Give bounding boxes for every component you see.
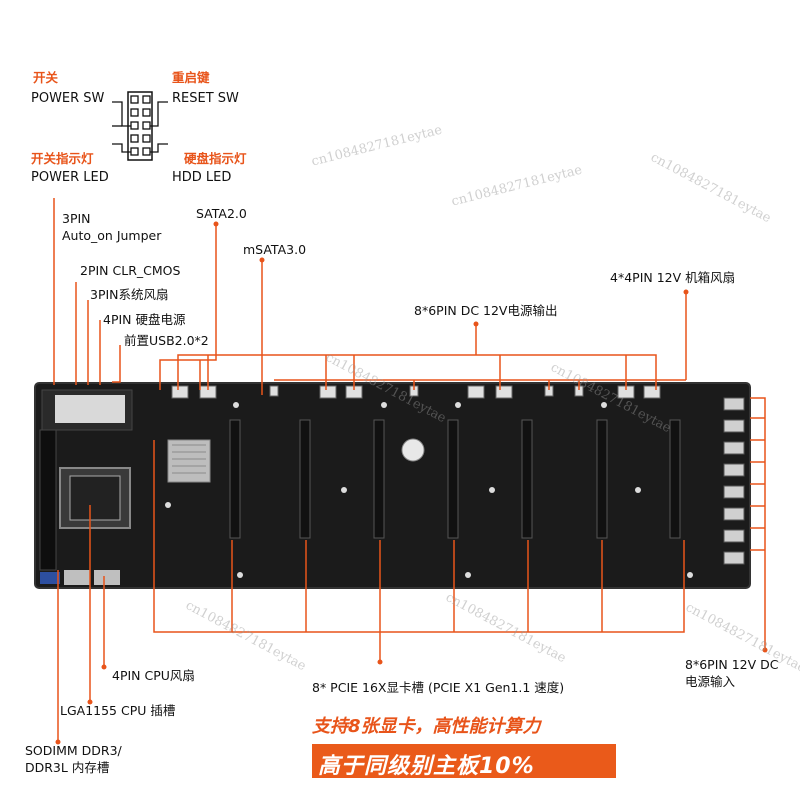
system-fan-label: 3PIN系统风扇 bbox=[90, 287, 169, 302]
case-fan-label: 4*4PIN 12V 机箱风扇 bbox=[610, 270, 736, 285]
callout-lines bbox=[53, 198, 766, 740]
reset-sw-cn-label: 重启键 bbox=[172, 70, 210, 85]
pin3-label: 3PIN bbox=[62, 211, 91, 226]
power-sw-cn-label: 开关 bbox=[33, 70, 59, 85]
front-panel-header bbox=[112, 91, 168, 161]
power-led-cn-label: 开关指示灯 bbox=[31, 151, 94, 166]
hdd-led-cn-label: 硬盘指示灯 bbox=[184, 151, 247, 166]
sodimm-label-line1: SODIMM DDR3/ bbox=[25, 743, 122, 758]
cpu-socket-label: LGA1155 CPU 插槽 bbox=[60, 703, 176, 718]
dc-input-label-line1: 8*6PIN 12V DC bbox=[685, 657, 779, 672]
power-sw-label: POWER SW bbox=[31, 91, 105, 106]
cpu-fan-label: 4PIN CPU风扇 bbox=[112, 668, 195, 683]
promo-banner-box: 高于同级别主板10% bbox=[312, 744, 616, 779]
promo-banner-line1: 支持8张显卡，高性能计算力 bbox=[312, 716, 541, 737]
power-led-label: POWER LED bbox=[31, 170, 109, 185]
hdd-led-label: HDD LED bbox=[172, 170, 232, 185]
motherboard-board bbox=[34, 382, 751, 589]
reset-sw-label: RESET SW bbox=[172, 91, 239, 106]
sata-label: SATA2.0 bbox=[196, 206, 247, 221]
auto-on-jumper-label: Auto_on Jumper bbox=[62, 228, 162, 243]
hdd-power-label: 4PIN 硬盘电源 bbox=[103, 312, 186, 327]
pcie-slots-label: 8* PCIE 16X显卡槽 (PCIE X1 Gen1.1 速度) bbox=[312, 680, 565, 695]
promo-banner-line2: 高于同级别主板10% bbox=[318, 754, 535, 779]
msata-label: mSATA3.0 bbox=[243, 242, 307, 257]
sodimm-label-line2: DDR3L 内存槽 bbox=[25, 760, 110, 775]
clr-cmos-label: 2PIN CLR_CMOS bbox=[80, 263, 181, 278]
dc-input-label-line2: 电源输入 bbox=[685, 674, 736, 689]
dc-output-label: 8*6PIN DC 12V电源输出 bbox=[414, 303, 558, 318]
front-usb-label: 前置USB2.0*2 bbox=[124, 333, 209, 348]
